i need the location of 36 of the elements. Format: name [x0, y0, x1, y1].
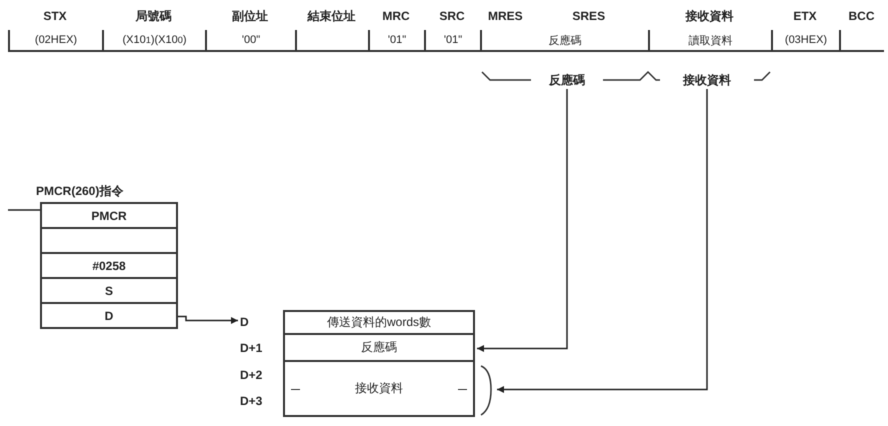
field-name: 接收資料 [684, 8, 734, 24]
memory-word: 反應碼 [283, 335, 475, 362]
operand-row: #0258 [42, 254, 176, 279]
field-name: 結束位址 [306, 8, 356, 24]
word-address: D+3 [240, 394, 262, 408]
frame-field: '01" [424, 30, 480, 52]
word-address: D [240, 314, 249, 328]
arrow [497, 89, 708, 393]
memory-word: 接收資料 [283, 362, 475, 417]
operand-row: D [42, 304, 176, 329]
rung-line [8, 209, 40, 211]
field-name: SRC [438, 8, 466, 24]
field-name: BCC [848, 8, 876, 24]
bracket-label: 接收資料 [662, 72, 752, 89]
field-name: SRES [572, 8, 606, 24]
frame-field: 讀取資料 [648, 30, 771, 52]
operand-row: S [42, 279, 176, 304]
field-name: 副位址 [231, 8, 269, 24]
field-name: STX [42, 8, 68, 24]
field-name: MRES [488, 8, 523, 24]
field-name: MRC [381, 8, 411, 24]
arrow [477, 89, 568, 352]
memory-word: 傳送資料的words數 [283, 310, 475, 335]
word-address: D+1 [240, 340, 262, 354]
field-name: 局號碼 [134, 8, 172, 24]
instruction-name: PMCR(260)指令 [36, 183, 124, 200]
arrow [176, 316, 238, 324]
frame-field: 反應碼 [480, 30, 648, 52]
frame-field: '00" [205, 30, 295, 52]
frame-field: (03HEX) [771, 30, 839, 52]
word-address: D+2 [240, 368, 262, 382]
field-name: ETX [792, 8, 818, 24]
frame-field: (02HEX) [8, 30, 102, 52]
operand-row: PMCR [42, 204, 176, 229]
frame-field: '01" [368, 30, 424, 52]
bracket-label: 反應碼 [533, 72, 601, 89]
